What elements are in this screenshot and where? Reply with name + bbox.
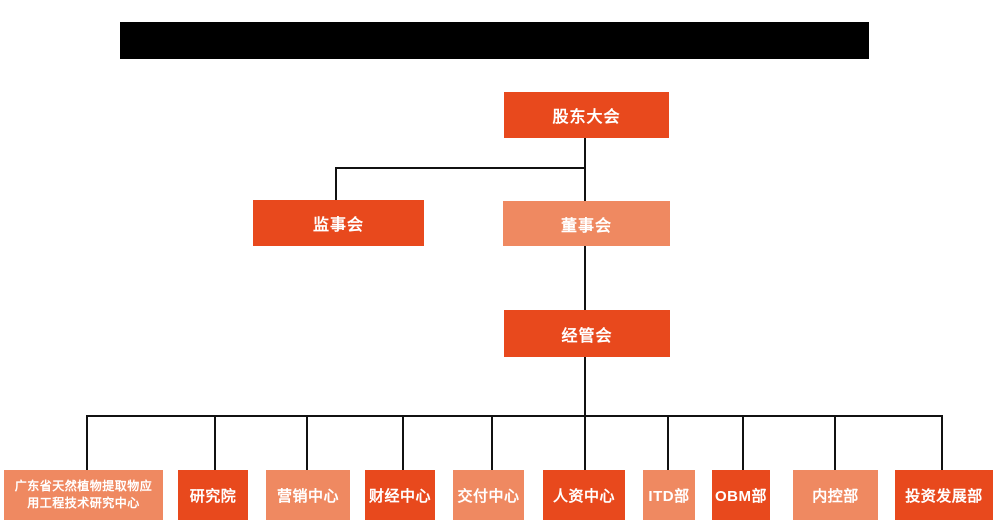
connector-line	[834, 415, 836, 470]
node-research-institute: 研究院	[178, 470, 248, 520]
connector-line	[214, 415, 216, 470]
node-label: 交付中心	[457, 487, 520, 505]
node-label: 经管会	[561, 327, 613, 345]
node-hr-center: 人资中心	[543, 470, 625, 520]
node-label: OBM部	[715, 487, 767, 505]
node-gd-natural-plant-extract-research-center: 广东省天然植物提取物应用工程技术研究中心	[4, 470, 163, 520]
node-label: 内控部	[812, 487, 859, 505]
node-label: ITD部	[648, 487, 690, 505]
node-supervisory-board: 监事会	[253, 200, 424, 246]
connector-line	[491, 415, 493, 470]
node-obm-department: OBM部	[712, 470, 770, 520]
connector-line	[584, 415, 586, 470]
connector-line	[335, 167, 337, 200]
connector-line	[667, 415, 669, 470]
node-label: 股东大会	[552, 109, 621, 126]
node-marketing-center: 营销中心	[266, 470, 350, 520]
connector-line	[335, 167, 586, 169]
connector-line	[941, 415, 943, 470]
node-label: 人资中心	[552, 487, 615, 505]
redacted-title-bar	[120, 22, 869, 59]
connector-line	[584, 138, 586, 168]
node-label: 董事会	[560, 217, 612, 235]
node-label: 研究院	[189, 487, 237, 505]
node-management-committee: 经管会	[504, 310, 670, 357]
connector-line	[306, 415, 308, 470]
connector-line	[86, 415, 943, 417]
connector-line	[584, 167, 586, 201]
connector-line	[584, 246, 586, 310]
node-delivery-center: 交付中心	[453, 470, 524, 520]
node-label: 财经中心	[368, 487, 431, 505]
node-shareholders-meeting: 股东大会	[504, 92, 669, 138]
node-label: 投资发展部	[905, 487, 983, 505]
node-finance-center: 财经中心	[365, 470, 435, 520]
connector-line	[402, 415, 404, 470]
node-board-of-directors: 董事会	[503, 201, 670, 246]
node-internal-control-department: 内控部	[793, 470, 878, 520]
node-label: 监事会	[312, 217, 364, 234]
connector-line	[86, 415, 88, 470]
node-label: 营销中心	[276, 487, 339, 505]
connector-line	[742, 415, 744, 470]
node-label: 广东省天然植物提取物应用工程技术研究中心	[14, 479, 153, 510]
node-itd-department: ITD部	[643, 470, 695, 520]
connector-line	[584, 357, 586, 416]
node-investment-development-department: 投资发展部	[895, 470, 993, 520]
